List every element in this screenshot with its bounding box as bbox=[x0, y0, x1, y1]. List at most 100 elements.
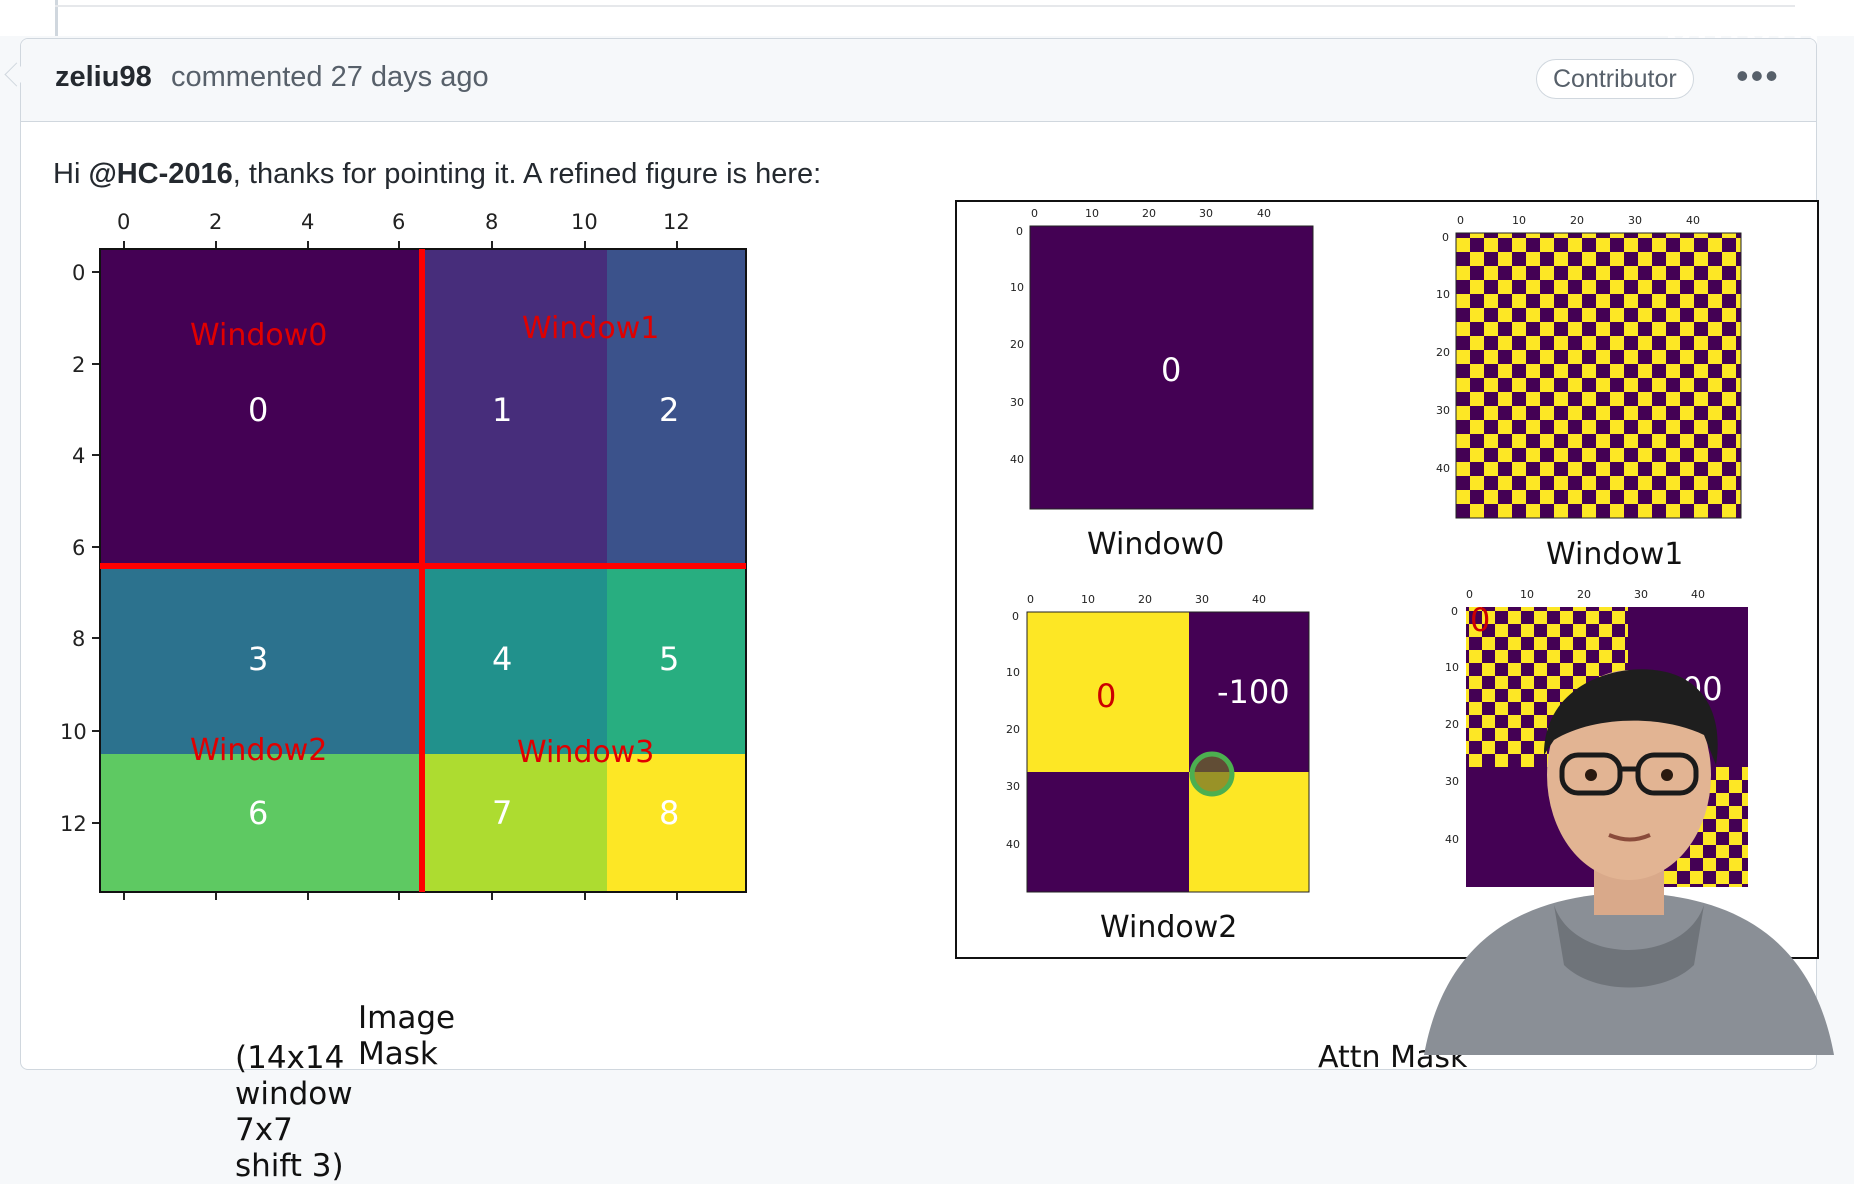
previous-card-border bbox=[55, 5, 1795, 7]
window0-label: Window0 bbox=[190, 318, 328, 353]
region-number: 7 bbox=[492, 794, 513, 832]
y-tick-label: 8 bbox=[72, 627, 86, 651]
panel-tick: 10 bbox=[1445, 661, 1459, 674]
comment-author[interactable]: zeliu98 bbox=[55, 61, 152, 93]
panel-tick: 0 bbox=[1457, 214, 1464, 227]
panel-tick: 40 bbox=[1436, 462, 1450, 475]
y-tick-label: 6 bbox=[72, 536, 86, 560]
panel-tick: 40 bbox=[1445, 833, 1459, 846]
x-ticks bbox=[123, 241, 678, 900]
x-tick-label: 4 bbox=[301, 210, 315, 234]
panel-tick: 20 bbox=[1138, 593, 1152, 606]
region-number: 5 bbox=[659, 640, 680, 678]
panel-tick: 30 bbox=[1006, 780, 1020, 793]
x-tick-label: 6 bbox=[392, 210, 406, 234]
window0-attn-caption: Window0 bbox=[1087, 527, 1225, 562]
comment-body-text: Hi @HC-2016, thanks for pointing it. A r… bbox=[53, 158, 822, 190]
window2-attn-caption: Window2 bbox=[1100, 910, 1238, 945]
panel-tick: 40 bbox=[1006, 838, 1020, 851]
panel-tick: 40 bbox=[1691, 588, 1705, 601]
window2-attn-q1 bbox=[1027, 612, 1189, 772]
image-mask-subcaption: (14x14 window 7x7 shift 3) bbox=[235, 1040, 353, 1184]
panel-tick: 30 bbox=[1195, 593, 1209, 606]
y-tick-label: 12 bbox=[60, 812, 87, 836]
window2-attn-value-b: -100 bbox=[1217, 673, 1290, 711]
image-mask-plot bbox=[92, 241, 747, 900]
window2-attn-q2 bbox=[1189, 612, 1309, 772]
panel-tick: 30 bbox=[1634, 588, 1648, 601]
window2-attn-q3 bbox=[1027, 772, 1189, 892]
window3-attn-value-a: 0 bbox=[1470, 601, 1491, 639]
y-tick-label: 0 bbox=[72, 261, 86, 285]
panel-tick: 30 bbox=[1436, 404, 1450, 417]
user-mention-link[interactable]: @HC-2016 bbox=[88, 158, 233, 190]
x-tick-label: 12 bbox=[663, 210, 690, 234]
panel-tick: 20 bbox=[1006, 723, 1020, 736]
window1-label: Window1 bbox=[522, 311, 660, 346]
x-tick-label: 8 bbox=[485, 210, 499, 234]
region-number: 3 bbox=[248, 640, 269, 678]
panel-tick: 0 bbox=[1466, 588, 1473, 601]
region-7 bbox=[422, 754, 607, 892]
panel-tick: 10 bbox=[1081, 593, 1095, 606]
y-tick-label: 2 bbox=[72, 353, 86, 377]
x-tick-label: 0 bbox=[117, 210, 131, 234]
region-number: 6 bbox=[248, 794, 269, 832]
panel-tick: 10 bbox=[1006, 666, 1020, 679]
timeline-line bbox=[55, 0, 58, 36]
window0-attn-matrix bbox=[1029, 225, 1314, 510]
region-number: 0 bbox=[248, 391, 269, 429]
panel-tick: 0 bbox=[1031, 207, 1038, 220]
x-tick-label: 2 bbox=[209, 210, 223, 234]
region-3 bbox=[100, 567, 422, 754]
window3-label: Window3 bbox=[517, 735, 655, 770]
window2-label: Window2 bbox=[190, 733, 328, 768]
region-5 bbox=[607, 567, 746, 754]
y-tick-label: 10 bbox=[60, 720, 87, 744]
panel-tick: 30 bbox=[1445, 775, 1459, 788]
panel-tick: 0 bbox=[1451, 605, 1458, 618]
panel-tick: 0 bbox=[1442, 231, 1449, 244]
panel-tick: 30 bbox=[1010, 396, 1024, 409]
panel-tick: 40 bbox=[1252, 593, 1266, 606]
panel-tick: 20 bbox=[1142, 207, 1156, 220]
panel-tick: 0 bbox=[1012, 610, 1019, 623]
cursor-highlight bbox=[1189, 751, 1235, 797]
panel-tick: 10 bbox=[1010, 281, 1024, 294]
panel-tick: 10 bbox=[1436, 288, 1450, 301]
panel-tick: 40 bbox=[1010, 453, 1024, 466]
region-number: 1 bbox=[492, 391, 513, 429]
contributor-badge: Contributor bbox=[1536, 59, 1694, 99]
region-0 bbox=[100, 249, 422, 567]
comment-timestamp[interactable]: commented 27 days ago bbox=[171, 61, 489, 93]
window2-attn-frame bbox=[1026, 611, 1310, 893]
window1-attn-caption: Window1 bbox=[1546, 537, 1684, 572]
region-8 bbox=[607, 754, 746, 892]
presenter-webcam-icon bbox=[1424, 669, 1834, 1055]
window0-attn-value: 0 bbox=[1161, 351, 1182, 389]
panel-tick: 20 bbox=[1577, 588, 1591, 601]
window2-attn-value-a: 0 bbox=[1096, 677, 1117, 715]
region-4 bbox=[422, 567, 607, 754]
kebab-horizontal-icon[interactable]: ••• bbox=[1736, 55, 1780, 96]
panel-tick: 10 bbox=[1520, 588, 1534, 601]
window1-attn-matrix bbox=[1455, 232, 1742, 519]
y-ticks bbox=[92, 271, 100, 824]
region-number: 4 bbox=[492, 640, 513, 678]
panel-tick: 20 bbox=[1436, 346, 1450, 359]
panel-tick: 20 bbox=[1570, 214, 1584, 227]
panel-tick: 10 bbox=[1512, 214, 1526, 227]
panel-tick: 20 bbox=[1445, 718, 1459, 731]
panel-tick: 30 bbox=[1199, 207, 1213, 220]
region-number: 8 bbox=[659, 794, 680, 832]
panel-tick: 30 bbox=[1628, 214, 1642, 227]
panel-tick: 20 bbox=[1010, 338, 1024, 351]
region-1 bbox=[422, 249, 607, 567]
panel-tick: 10 bbox=[1085, 207, 1099, 220]
panel-tick: 0 bbox=[1027, 593, 1034, 606]
region-2 bbox=[607, 249, 746, 567]
panel-tick: 0 bbox=[1016, 225, 1023, 238]
y-tick-label: 4 bbox=[72, 444, 86, 468]
panel-tick: 40 bbox=[1257, 207, 1271, 220]
x-tick-label: 10 bbox=[571, 210, 598, 234]
